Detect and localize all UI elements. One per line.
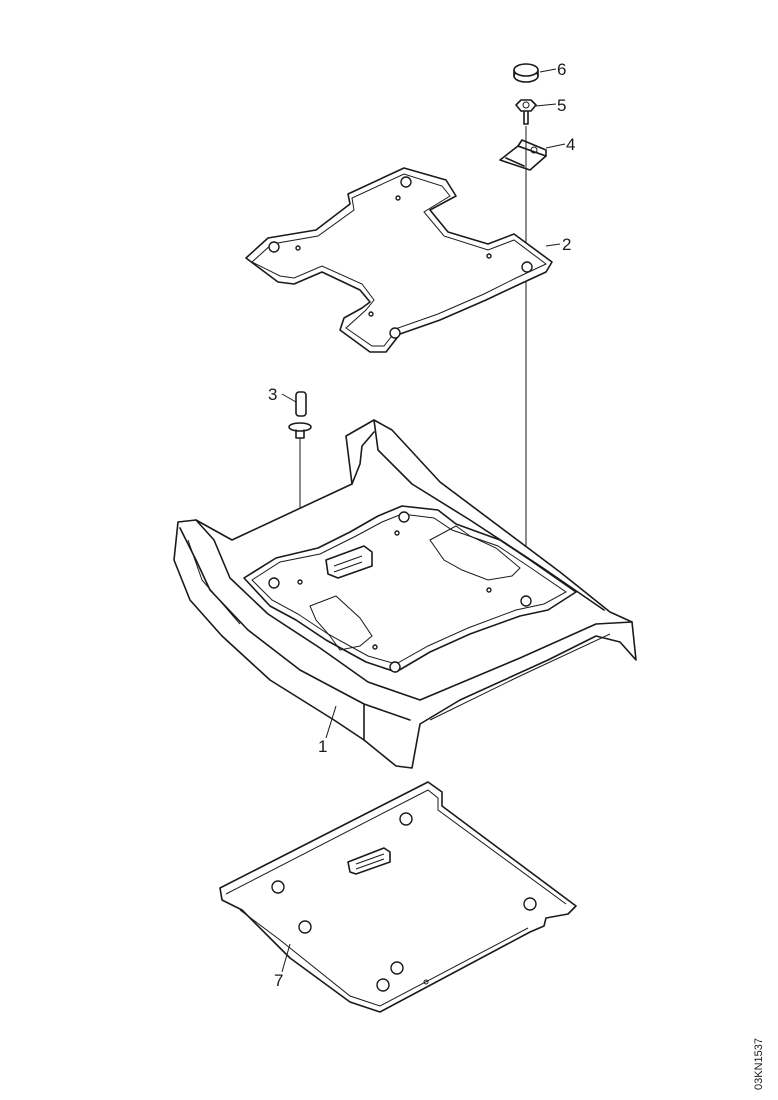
part-4-bracket xyxy=(499,139,547,171)
callout-6: 6 xyxy=(557,60,566,79)
part-2-plate xyxy=(245,167,553,353)
callout-4: 4 xyxy=(566,135,575,154)
leader-1 xyxy=(325,705,337,739)
part-5-nut xyxy=(515,99,537,125)
callout-1: 1 xyxy=(318,737,327,756)
part-7-bottom-plate xyxy=(219,781,577,1013)
callout-3: 3 xyxy=(268,385,277,404)
part-6-cap xyxy=(513,63,539,83)
callout-7: 7 xyxy=(274,971,283,990)
leader-4 xyxy=(545,143,566,149)
drawing-code: 03KN1537 xyxy=(753,1038,765,1090)
leader-3 xyxy=(281,393,297,403)
leader-7 xyxy=(281,943,291,973)
leader-2 xyxy=(545,243,561,247)
part-1-seat-base xyxy=(173,419,637,769)
callout-5: 5 xyxy=(557,96,566,115)
leader-6 xyxy=(539,68,557,73)
leader-5 xyxy=(535,103,557,107)
callout-2: 2 xyxy=(562,235,571,254)
